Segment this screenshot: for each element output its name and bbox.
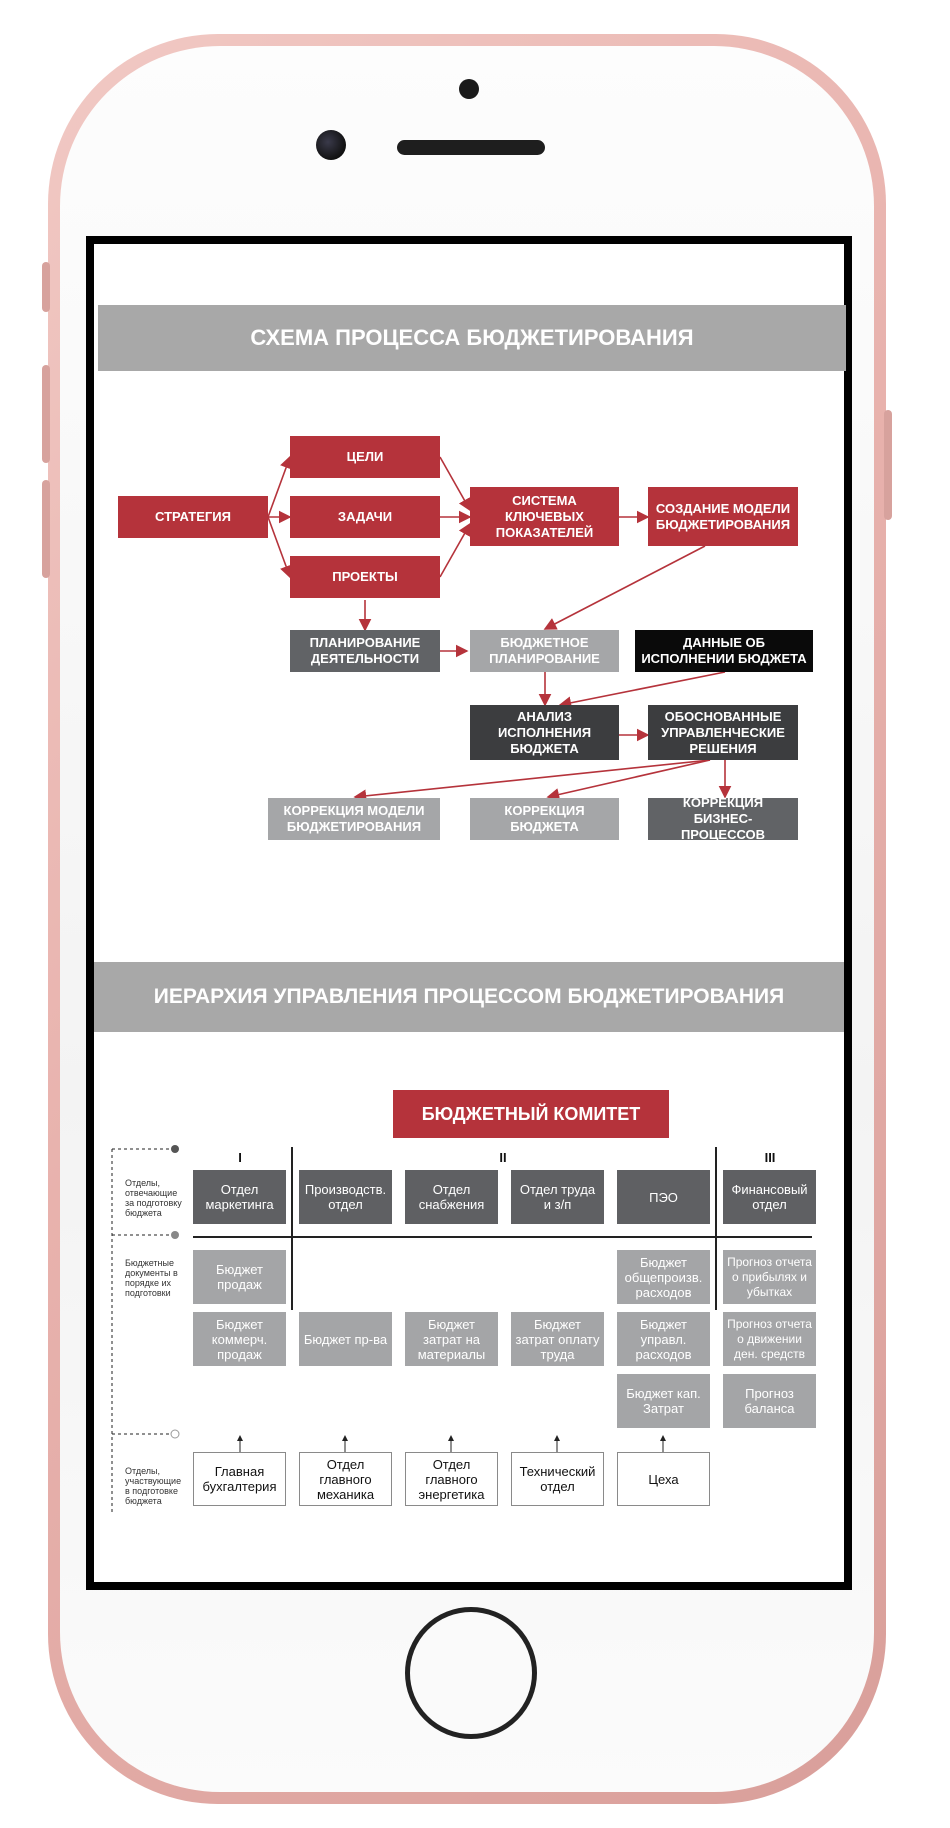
section-title-process: СХЕМА ПРОЦЕССА БЮДЖЕТИРОВАНИЯ [98, 305, 846, 371]
side-marker-3 [170, 1429, 180, 1439]
doc-profit-loss-forecast: Прогноз отчета о прибылях и убытках [723, 1250, 816, 1304]
node-budget-model: СОЗДАНИЕ МОДЕЛИ БЮДЖЕТИРОВАНИЯ [648, 487, 798, 546]
arrow-data-analysis [558, 671, 726, 710]
power-button [884, 410, 892, 520]
node-process-correction: КОРРЕКЦИЯ БИЗНЕС-ПРОЦЕССОВ [648, 795, 798, 842]
participant-accounting: Главная бухгалтерия [193, 1452, 286, 1506]
participant-technical: Технический отдел [511, 1452, 604, 1506]
side-label-responsible: Отделы, отвечающие за подготовку бюджета [125, 1178, 182, 1218]
arrow-goals-kpi [439, 456, 471, 512]
doc-overhead-budget: Бюджет общепроизв. расходов [617, 1250, 710, 1304]
mute-switch [42, 262, 50, 312]
doc-labor-budget: Бюджет затрат оплату труда [511, 1312, 604, 1366]
earpiece-speaker [397, 140, 545, 155]
level-label-1: I [238, 1150, 242, 1165]
level-label-2: II [499, 1150, 507, 1165]
dept-labor: Отдел труда и з/п [511, 1170, 604, 1224]
dept-peo: ПЭО [617, 1170, 710, 1224]
node-model-correction: КОРРЕКЦИЯ МОДЕЛИ БЮДЖЕТИРОВАНИЯ [268, 798, 440, 840]
node-strategy: СТРАТЕГИЯ [118, 496, 268, 538]
doc-production-budget: Бюджет пр-ва [299, 1312, 392, 1366]
node-management-decisions: ОБОСНОВАННЫЕ УПРАВЛЕНЧЕСКИЕ РЕШЕНИЯ [648, 705, 798, 760]
arrow-decisions-budget-correction [546, 759, 711, 801]
home-button[interactable] [405, 1607, 537, 1739]
dept-production: Производств. отдел [299, 1170, 392, 1224]
node-execution-data: ДАННЫЕ ОБ ИСПОЛНЕНИИ БЮДЖЕТА [635, 630, 813, 672]
doc-capex-budget: Бюджет кап. Затрат [617, 1374, 710, 1428]
node-kpi-system: СИСТЕМА КЛЮЧЕВЫХ ПОКАЗАТЕЛЕЙ [470, 487, 619, 546]
arrow-model-planning [543, 545, 706, 630]
arrow-projects-kpi [439, 522, 471, 578]
dept-finance: Финансовый отдел [723, 1170, 816, 1224]
section-title-hierarchy: ИЕРАРХИЯ УПРАВЛЕНИЯ ПРОЦЕССОМ БЮДЖЕТИРОВ… [94, 962, 844, 1032]
level-label-3: III [764, 1150, 776, 1165]
arrow-decisions-model-correction [353, 759, 711, 803]
doc-commercial-budget: Бюджет коммерч. продаж [193, 1312, 286, 1366]
node-goals: ЦЕЛИ [290, 436, 440, 478]
node-activity-planning: ПЛАНИРОВАНИЕ ДЕЯТЕЛЬНОСТИ [290, 630, 440, 672]
dept-supply: Отдел снабжения [405, 1170, 498, 1224]
participant-chief-energy: Отдел главного энергетика [405, 1452, 498, 1506]
hierarchy-lines [111, 1147, 812, 1515]
arrow-strategy-projects [267, 516, 293, 579]
node-budget-planning: БЮДЖЕТНОЕ ПЛАНИРОВАНИЕ [470, 630, 619, 672]
node-budget-correction: КОРРЕКЦИЯ БЮДЖЕТА [470, 798, 619, 840]
node-execution-analysis: АНАЛИЗ ИСПОЛНЕНИЯ БЮДЖЕТА [470, 705, 619, 760]
volume-up-button [42, 365, 50, 463]
doc-balance-forecast: Прогноз баланса [723, 1374, 816, 1428]
participant-chief-mechanic: Отдел главного механика [299, 1452, 392, 1506]
proximity-sensor [459, 79, 479, 99]
volume-down-button [42, 480, 50, 578]
doc-sales-budget: Бюджет продаж [193, 1250, 286, 1304]
side-marker-2 [171, 1231, 179, 1239]
doc-cashflow-forecast: Прогноз отчета о движении ден. средств [723, 1312, 816, 1366]
node-tasks: ЗАДАЧИ [290, 496, 440, 538]
side-marker-1 [171, 1145, 179, 1153]
budget-committee: БЮДЖЕТНЫЙ КОМИТЕТ [393, 1090, 669, 1138]
doc-materials-budget: Бюджет затрат на материалы [405, 1312, 498, 1366]
side-label-documents: Бюджетные документы в порядке их подгото… [125, 1258, 178, 1298]
dept-marketing: Отдел маркетинга [193, 1170, 286, 1224]
front-camera-icon [316, 130, 346, 160]
doc-admin-budget: Бюджет управл. расходов [617, 1312, 710, 1366]
process-flow-arrows [267, 455, 732, 803]
side-label-participants: Отделы, участвующие в подготовке бюджета [125, 1466, 182, 1506]
arrow-strategy-goals [267, 455, 293, 518]
participant-workshops: Цеха [617, 1452, 710, 1506]
node-projects: ПРОЕКТЫ [290, 556, 440, 598]
